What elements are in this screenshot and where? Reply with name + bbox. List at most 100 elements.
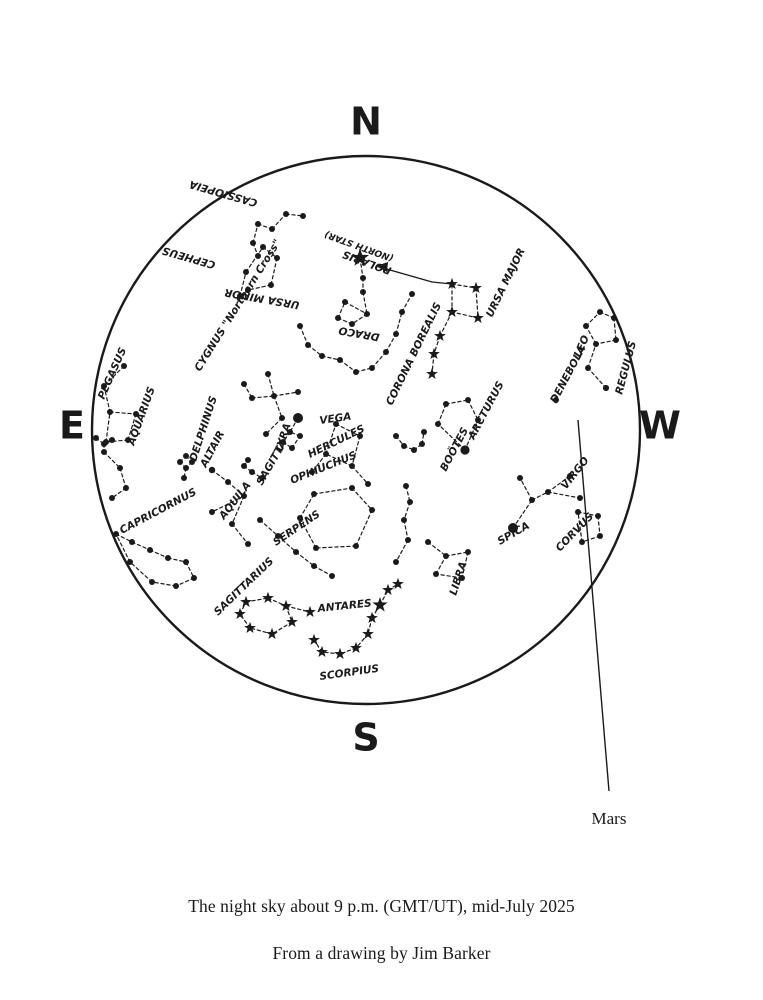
constellation-line [273,391,299,397]
constellation-line [103,451,121,469]
star-dot [393,331,399,337]
star-dot [287,429,293,435]
star-glyph [308,633,320,646]
mars-pointer-line [577,419,610,792]
constellation-label: CAPRICORNUS [118,486,199,537]
constellation-ursa-major: URSA MAJOR [426,246,528,380]
constellation-line [351,313,368,325]
star-dot [595,513,601,519]
constellation-line [259,519,279,537]
star-dot [183,559,189,565]
constellation-label: VIRGO [559,455,592,492]
star-dot [109,437,115,443]
constellation-line [299,493,315,519]
star-dot [249,469,255,475]
polaris-pointer-line [375,265,453,285]
constellation-line [595,339,617,345]
star-glyph [286,615,298,628]
constellation-line [395,311,403,335]
constellation-line [299,517,317,549]
named-star-regulus [603,385,609,391]
star-dot [129,539,135,545]
constellation-corvus: CORVUS [554,509,603,554]
star-dot [305,342,311,348]
constellation-label: AQUILA [216,480,253,523]
star-dot [275,533,281,539]
star-dot [353,369,359,375]
constellation-line [103,385,111,413]
star-dot [183,453,189,459]
constellation-label: LIBRA [447,560,469,597]
star-glyph [426,367,438,380]
constellation-line [251,395,275,399]
star-dot [443,401,449,407]
constellation-line [577,511,599,517]
star-dot [289,445,295,451]
constellation-line [435,555,447,575]
constellation-line [231,523,249,545]
constellation-label: SCORPIUS [319,663,380,683]
star-dot [269,226,275,232]
constellation-line [431,353,435,375]
constellation-line [313,565,333,577]
constellation-line [335,423,361,437]
star-dot [297,515,303,521]
constellation-line [313,487,353,495]
star-glyph [366,611,378,624]
named-star-antares [372,597,388,612]
star-dot [342,299,348,305]
constellation-line [445,399,469,405]
constellation-ophiuchus: OPHIUCHUS [289,449,375,551]
constellation-label: CEPHEUS [161,244,217,271]
constellation-label: URSA MAJOR [484,246,528,319]
star-dot [313,545,319,551]
constellation-line [371,351,387,369]
star-dot [241,463,247,469]
star-dot [433,571,439,577]
constellation-line [151,581,177,587]
constellation-line [267,373,275,397]
star-dot [369,507,375,513]
star-dot [147,547,153,553]
star-dot [209,509,215,515]
star-dot [280,439,286,445]
chart-caption-credit: From a drawing by Jim Barker [272,943,491,963]
star-dot [297,433,303,439]
constellation-line [245,246,264,273]
compass-south: S [352,716,379,760]
named-star-vega [293,413,303,423]
star-dot [349,321,355,327]
star-dot [349,463,355,469]
constellation-line [103,365,125,387]
constellation-line [437,423,466,451]
star-dot [611,315,617,321]
star-dot [575,509,581,515]
star-dot [225,479,231,485]
constellation-line [613,317,617,341]
constellation-line [385,333,397,353]
star-dot [263,431,269,437]
star-dot [311,563,317,569]
star-dot [241,381,247,387]
star-dot [421,429,427,435]
constellation-line [109,411,137,415]
star-glyph [334,647,346,660]
star-dot [597,533,603,539]
star-dot [393,559,399,565]
constellation-line [344,301,368,315]
star-dot [127,559,133,565]
constellation-line [149,549,169,559]
constellation-sagitta: SAGITTA [241,438,290,488]
star-dot [545,489,551,495]
constellation-line [351,435,361,467]
star-glyph [434,329,446,342]
compass-north: N [350,100,382,144]
constellation-serpens-cauda [393,483,413,565]
star-dot [255,221,261,227]
constellation-label: HERCULES [306,423,367,461]
star-dot [577,495,583,501]
star-dot [250,240,256,246]
star-glyph [280,599,292,612]
star-dot [333,421,339,427]
